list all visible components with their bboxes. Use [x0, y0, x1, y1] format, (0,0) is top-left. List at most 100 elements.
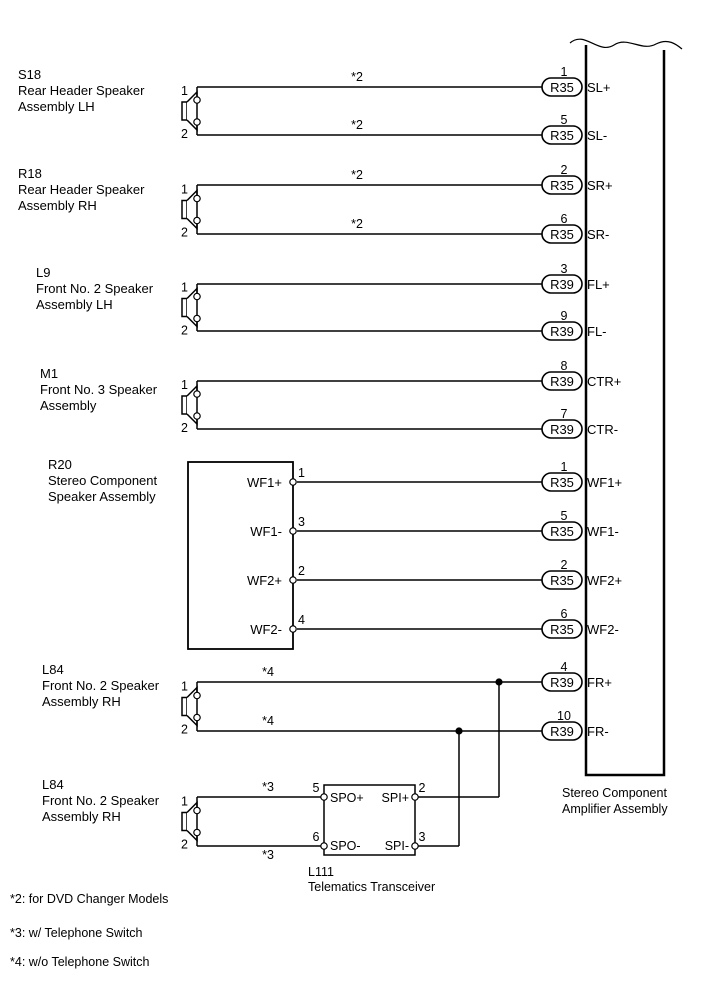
- amp-pin-number: 3: [561, 262, 568, 276]
- speaker-pin-number: 2: [181, 421, 188, 435]
- amplifier-name-line-2: Amplifier Assembly: [562, 802, 668, 816]
- connector-label: R35: [550, 128, 574, 143]
- speaker-name-line: Assembly: [40, 398, 97, 413]
- component-ref: R20: [48, 457, 72, 472]
- amp-pin-number: 4: [561, 660, 568, 674]
- transceiver-pin-number: 3: [419, 830, 426, 844]
- amp-signal-label: SL+: [587, 80, 611, 95]
- speaker-pin-number: 2: [181, 127, 188, 141]
- connector-label: R35: [550, 573, 574, 588]
- connector-label: R39: [550, 374, 574, 389]
- wire-note: *2: [351, 217, 363, 231]
- amp-signal-label: SR-: [587, 227, 609, 242]
- transceiver-pin-number: 6: [313, 830, 320, 844]
- speaker-pin-number: 1: [181, 84, 188, 98]
- wire-note: *2: [351, 118, 363, 132]
- transceiver-box: [323, 784, 416, 856]
- speaker-magnet: [181, 696, 188, 717]
- speaker-pin-top: [193, 390, 201, 398]
- wire-note: *4: [262, 714, 274, 728]
- component-pin-number: 4: [298, 613, 305, 627]
- component-pin-number: 1: [298, 466, 305, 480]
- speaker-pin-number: 1: [181, 281, 188, 295]
- connector-capsule: [541, 274, 583, 294]
- amp-signal-label: WF2+: [587, 573, 622, 588]
- connector-capsule: [541, 570, 583, 590]
- transceiver-name: Telematics Transceiver: [308, 880, 435, 894]
- connector-capsule: [541, 721, 583, 741]
- wire-note: *3: [262, 848, 274, 862]
- speaker-pin-number: 2: [181, 723, 188, 737]
- speaker-ref: L84: [42, 662, 64, 677]
- speaker-pin-bottom: [193, 314, 201, 323]
- amp-signal-label: WF1-: [587, 524, 619, 539]
- component-terminal-pin: [289, 478, 297, 486]
- amp-signal-label: CTR-: [587, 422, 618, 437]
- speaker-pin-bottom: [193, 216, 201, 225]
- speaker-name-line: Assembly LH: [18, 99, 95, 114]
- speaker-pin-number: 2: [181, 838, 188, 852]
- connector-label: R39: [550, 422, 574, 437]
- transceiver-term-label: SPI-: [385, 839, 409, 853]
- amp-pin-number: 5: [561, 113, 568, 127]
- amplifier-break-line: [569, 38, 683, 50]
- connector-capsule: [541, 521, 583, 541]
- connector-label: R35: [550, 524, 574, 539]
- transceiver-term-label: SPO+: [330, 791, 364, 805]
- amp-pin-number: 8: [561, 359, 568, 373]
- speaker-name-line: Assembly LH: [36, 297, 113, 312]
- speaker-name-line: Assembly RH: [42, 694, 121, 709]
- note-4: *4: w/o Telephone Switch: [10, 955, 149, 969]
- speaker-pin-bottom: [193, 118, 201, 126]
- transceiver-pin-number: 2: [419, 781, 426, 795]
- speaker-ref: L84: [42, 777, 64, 792]
- speaker-name-line: Assembly RH: [42, 809, 121, 824]
- wire-note: *2: [351, 70, 363, 84]
- amp-pin-number: 5: [561, 509, 568, 523]
- speaker-magnet: [181, 101, 188, 121]
- component-terminal-label: WF1+: [247, 475, 282, 490]
- transceiver-pin: [411, 793, 419, 801]
- connector-capsule: [541, 619, 583, 639]
- connector-capsule: [541, 224, 583, 244]
- connector-label: R35: [550, 80, 574, 95]
- speaker-pin-number: 1: [181, 378, 188, 392]
- component-name-line-1: Stereo Component: [48, 473, 158, 488]
- connector-label: R39: [550, 324, 574, 339]
- amplifier-name-line-1: Stereo Component: [562, 786, 667, 800]
- speaker-magnet: [181, 811, 188, 832]
- amp-pin-number: 1: [561, 65, 568, 79]
- component-name-line-2: Speaker Assembly: [48, 489, 156, 504]
- speaker-name-line: Rear Header Speaker: [18, 83, 145, 98]
- speaker-pin-top: [193, 691, 201, 700]
- connector-capsule: [541, 77, 583, 97]
- speaker-name-line: Front No. 2 Speaker: [36, 281, 154, 296]
- amp-pin-number: 6: [561, 607, 568, 621]
- connector-capsule: [541, 419, 583, 439]
- connector-label: R35: [550, 622, 574, 637]
- speaker-pin-bottom: [193, 713, 201, 722]
- transceiver-pin: [411, 842, 419, 850]
- connector-capsule: [541, 175, 583, 195]
- amp-signal-label: WF2-: [587, 622, 619, 637]
- speaker-name-line: Front No. 3 Speaker: [40, 382, 158, 397]
- speaker-pin-bottom: [193, 828, 201, 837]
- amp-signal-label: SR+: [587, 178, 613, 193]
- amp-signal-label: FL+: [587, 277, 610, 292]
- amp-signal-label: WF1+: [587, 475, 622, 490]
- speaker-pin-number: 2: [181, 226, 188, 240]
- speaker-pin-top: [193, 292, 201, 301]
- amp-signal-label: SL-: [587, 128, 607, 143]
- speaker-pin-top: [193, 194, 201, 203]
- note-3: *3: w/ Telephone Switch: [10, 926, 143, 940]
- speaker-name-line: Front No. 2 Speaker: [42, 793, 160, 808]
- note-2: *2: for DVD Changer Models: [10, 892, 168, 906]
- connector-label: R35: [550, 475, 574, 490]
- speaker-ref: L9: [36, 265, 50, 280]
- amp-pin-number: 2: [561, 163, 568, 177]
- transceiver-pin: [320, 842, 328, 850]
- speaker-name-line: Rear Header Speaker: [18, 182, 145, 197]
- speaker-name-line: Assembly RH: [18, 198, 97, 213]
- amp-pin-number: 9: [561, 309, 568, 323]
